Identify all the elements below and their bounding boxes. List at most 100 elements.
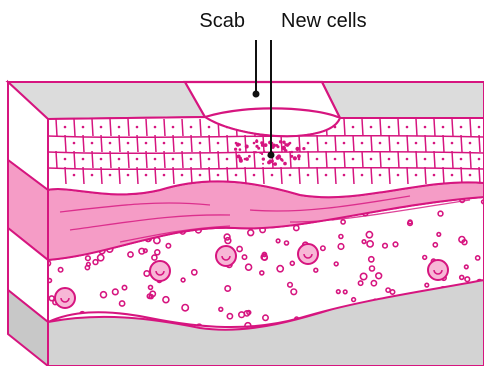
epidermis-cell-nucleus: [208, 158, 211, 161]
epidermis-cell-nucleus: [73, 174, 76, 177]
epidermis-cell-nucleus: [136, 158, 139, 161]
epidermis-cell-wall: [209, 167, 210, 184]
epidermis-cell-nucleus: [64, 158, 67, 161]
new-cell-dot: [259, 152, 261, 154]
epidermis-cell-wall: [56, 119, 57, 136]
epidermis-cell-wall: [137, 167, 138, 184]
epidermis-cell-nucleus: [433, 142, 436, 145]
epidermis-cell-nucleus: [127, 142, 130, 145]
epidermis-cell-wall: [146, 119, 147, 136]
epidermis-cell-wall: [470, 119, 471, 136]
epidermis-cell-wall: [362, 151, 363, 168]
new-cell-dot: [272, 144, 276, 148]
epidermis-cell-nucleus: [469, 142, 472, 145]
epidermis-cell-wall: [443, 135, 444, 152]
scab-pointer-dot: [253, 91, 260, 98]
epidermis-cell-wall: [335, 167, 336, 184]
new-cell-dot: [297, 154, 301, 158]
epidermis-cell-nucleus: [361, 174, 364, 177]
epidermis-cell-nucleus: [208, 126, 211, 129]
new-cell-dot: [276, 156, 280, 160]
epidermis-cell-wall: [164, 151, 165, 168]
epidermis-cell-wall: [128, 119, 129, 136]
scab-label: Scab: [199, 10, 245, 32]
new-cell-dot: [239, 157, 242, 160]
epidermis-cell-nucleus: [181, 142, 184, 145]
epidermis-cell-nucleus: [199, 142, 202, 145]
epidermis-cell-wall: [119, 167, 120, 184]
new-cell-dot: [255, 140, 258, 143]
epidermis-cell-nucleus: [163, 174, 166, 177]
epidermis-cell-wall: [389, 167, 390, 184]
epidermis-cell-nucleus: [289, 174, 292, 177]
left-side-face: [8, 82, 48, 366]
new-cell-dot: [267, 161, 271, 165]
new-cell-dot: [236, 143, 240, 147]
epidermis-cell-wall: [164, 119, 165, 136]
epidermis-cell-nucleus: [415, 142, 418, 145]
epidermis-cell-wall: [416, 119, 417, 136]
new-cell-dot: [262, 158, 265, 161]
epidermis-cell-nucleus: [460, 158, 463, 161]
epidermis-cell-nucleus: [145, 174, 148, 177]
epidermis-cell-wall: [227, 135, 228, 152]
epidermis-cell-nucleus: [370, 158, 373, 161]
new-cell-dot: [264, 143, 268, 147]
epidermis-cell-nucleus: [442, 126, 445, 129]
epidermis-cell-wall: [479, 135, 480, 152]
epidermis-cell-wall: [434, 119, 435, 136]
epidermis-cell-nucleus: [271, 174, 274, 177]
epidermis-cell-nucleus: [154, 126, 157, 129]
epidermis-cell-wall: [479, 167, 480, 184]
epidermis-cell-wall: [452, 151, 453, 168]
epidermis-cell-nucleus: [91, 174, 94, 177]
epidermis-cell-wall: [182, 151, 183, 168]
epidermis-cell-wall: [92, 119, 93, 136]
epidermis-cell-nucleus: [100, 158, 103, 161]
epidermis-cell-nucleus: [397, 174, 400, 177]
epidermis-cell-nucleus: [379, 142, 382, 145]
epidermis-cell-wall: [407, 167, 408, 184]
epidermis-cell-wall: [326, 151, 327, 168]
epidermis-cell-nucleus: [397, 142, 400, 145]
epidermis-cell-wall: [353, 135, 354, 152]
new-cell-dot: [282, 160, 284, 162]
epidermis-cell-wall: [227, 167, 228, 184]
epidermis-cell-wall: [470, 151, 471, 168]
epidermis-cell-wall: [443, 167, 444, 184]
new-cell-dot: [261, 144, 264, 147]
epidermis-cell-wall: [146, 151, 147, 168]
new-cell-dot: [302, 147, 305, 150]
epidermis-cell-wall: [191, 167, 192, 184]
epidermis-cell-nucleus: [136, 126, 139, 129]
epidermis-cell-wall: [371, 167, 372, 184]
epidermis-cell-nucleus: [334, 126, 337, 129]
new-cell-dot: [283, 162, 287, 166]
epidermis-cell-wall: [137, 135, 138, 152]
epidermis-cell-nucleus: [199, 174, 202, 177]
epidermis-cell-wall: [74, 151, 75, 168]
epidermis-cell-wall: [344, 151, 345, 168]
epidermis-cell-wall: [317, 135, 318, 152]
epidermis-cell-nucleus: [460, 126, 463, 129]
epidermis-cell-wall: [362, 119, 363, 136]
epidermis-cell-nucleus: [388, 126, 391, 129]
epidermis-cell-nucleus: [379, 174, 382, 177]
epidermis-cell-nucleus: [145, 142, 148, 145]
epidermis-cell-nucleus: [172, 158, 175, 161]
epidermis-cell-wall: [74, 119, 75, 136]
epidermis-cell-wall: [281, 167, 282, 184]
epidermis-cell-wall: [317, 167, 318, 184]
epidermis-cell-wall: [65, 167, 66, 184]
epidermis-cell-wall: [245, 167, 246, 184]
epidermis-cell-nucleus: [451, 142, 454, 145]
epidermis-cell-nucleus: [424, 158, 427, 161]
epidermis-cell-nucleus: [253, 174, 256, 177]
epidermis-cell-wall: [119, 135, 120, 152]
new-cell-dot: [255, 145, 258, 148]
epidermis-cell-wall: [425, 167, 426, 184]
epidermis-cell-wall: [281, 135, 282, 152]
epidermis-cell-wall: [398, 119, 399, 136]
new-cell-dot: [295, 147, 299, 151]
epidermis-cell-wall: [101, 135, 102, 152]
